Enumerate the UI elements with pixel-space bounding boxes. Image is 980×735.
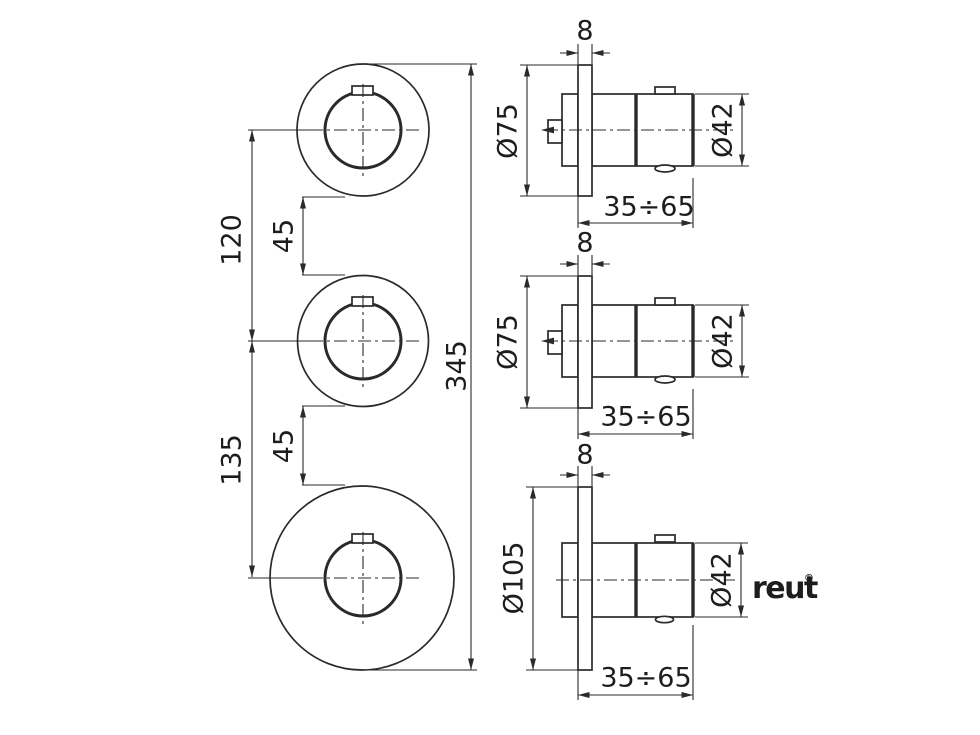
brand-logo-mark: ® bbox=[804, 573, 814, 584]
wall-plate-b bbox=[577, 275, 593, 409]
wall-plate-c bbox=[577, 486, 593, 671]
dim-d42-label-c: Ø42 bbox=[707, 552, 738, 608]
side-view-bottom: 8 Ø105 Ø42 35÷65 bbox=[499, 440, 748, 700]
dim-d75-label-b: Ø75 bbox=[493, 314, 524, 370]
dim-depth-label-a: 35÷65 bbox=[603, 192, 694, 223]
front-view-dimensions: 120 135 45 45 345 bbox=[217, 63, 477, 671]
knob-tab-b bbox=[654, 297, 676, 306]
side-view-middle: 8 Ø75 Ø42 35÷65 bbox=[493, 228, 749, 439]
dim-d42-label-b: Ø42 bbox=[708, 313, 739, 369]
dim-d42-label-a: Ø42 bbox=[708, 102, 739, 158]
dim-depth-label-c: 35÷65 bbox=[600, 663, 691, 694]
dim-depth-label-b: 35÷65 bbox=[600, 402, 691, 433]
brand-logo: reut ® bbox=[752, 571, 819, 606]
dim-135-label: 135 bbox=[217, 434, 248, 486]
dim-345-label: 345 bbox=[442, 340, 473, 392]
dim-45-bottom-label: 45 bbox=[269, 429, 300, 463]
dim-8-label-b: 8 bbox=[576, 228, 593, 259]
knob-tab-a bbox=[654, 86, 676, 95]
front-view bbox=[248, 63, 455, 671]
dim-d105-label-c: Ø105 bbox=[499, 542, 530, 615]
dim-8-label-c: 8 bbox=[576, 440, 593, 471]
dim-d75-label-a: Ø75 bbox=[493, 103, 524, 159]
brand-logo-text: reut bbox=[752, 571, 818, 606]
dim-45-top-label: 45 bbox=[269, 219, 300, 253]
knob-tab-c bbox=[654, 534, 676, 543]
inlet-arrow-a bbox=[541, 126, 554, 134]
dim-120-label: 120 bbox=[217, 214, 248, 266]
knob-tab-bottom-b bbox=[654, 375, 676, 384]
knob-tab-bottom-c bbox=[654, 615, 675, 624]
inlet-arrow-b bbox=[541, 337, 554, 345]
knob-tab-bottom-a bbox=[654, 164, 676, 173]
dim-8-label-a: 8 bbox=[576, 16, 593, 47]
side-view-top: 8 Ø75 Ø42 35÷65 bbox=[493, 16, 749, 228]
